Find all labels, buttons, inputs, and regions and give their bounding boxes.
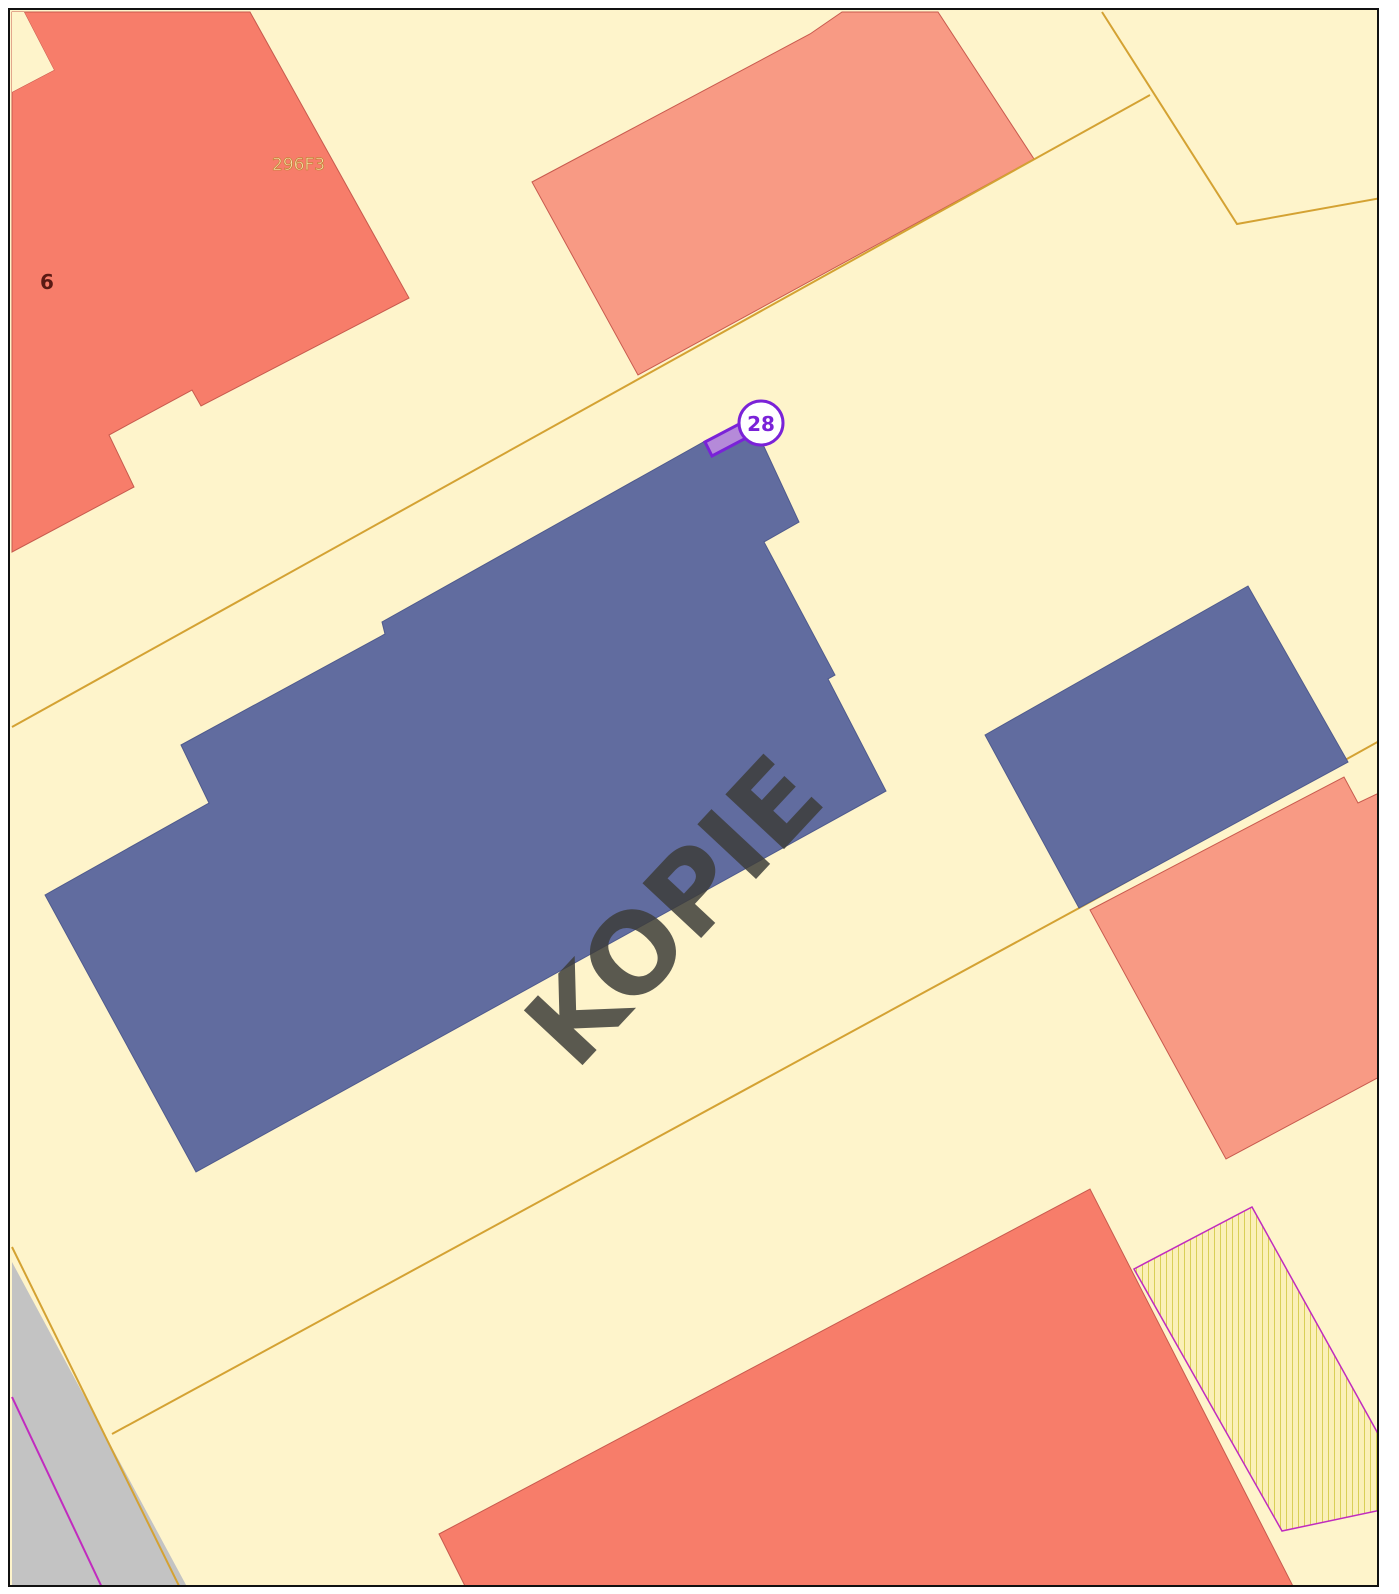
- marker-circle: [737, 399, 785, 447]
- marker-28[interactable]: 28: [703, 399, 785, 459]
- road-edge-line: [11, 1396, 102, 1585]
- parcel-code-label: 296F3: [272, 155, 325, 175]
- cadastral-map[interactable]: 296F3 6 28 KOPIE: [8, 8, 1379, 1587]
- building-subject-main: [44, 437, 887, 1173]
- map-canvas: 296F3 6 28 KOPIE: [10, 10, 1377, 1585]
- marker-number: 28: [747, 412, 775, 436]
- house-number-label: 6: [40, 270, 54, 294]
- building-existing-northwest-notch: [12, 12, 54, 92]
- building-light-east: [1089, 776, 1377, 1160]
- building-existing-south: [438, 1188, 1293, 1585]
- building-subject-annex: [984, 585, 1349, 909]
- hatched-annex: [1132, 1205, 1377, 1532]
- building-light-north: [531, 11, 1035, 376]
